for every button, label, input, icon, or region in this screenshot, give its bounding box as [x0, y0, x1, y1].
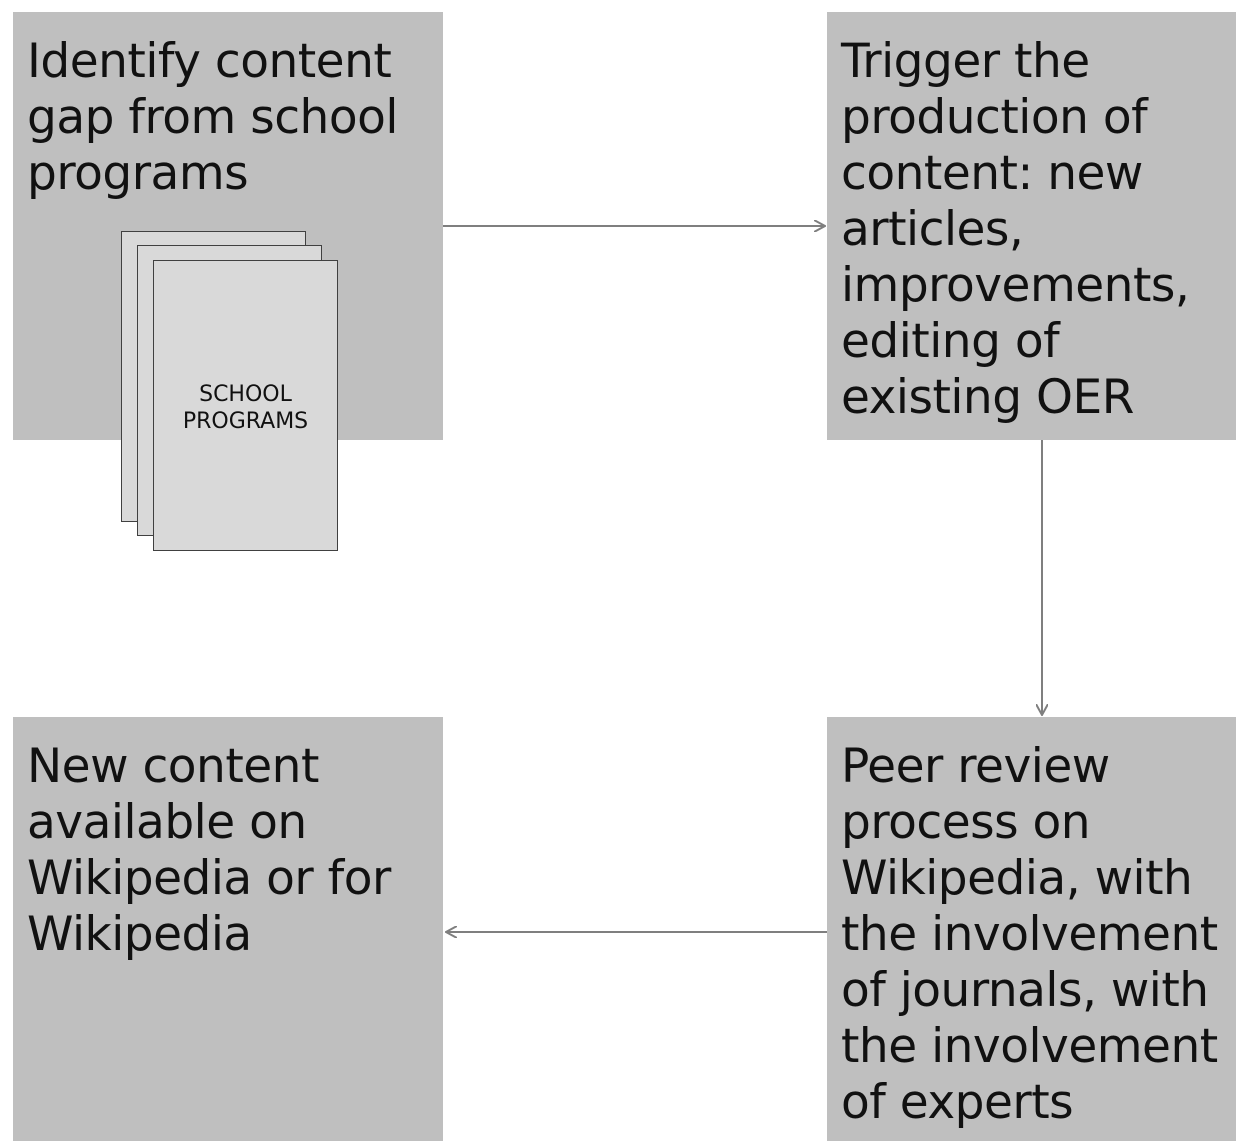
step-identify-text: Identify content gap from school program… — [27, 34, 398, 201]
step-trigger-text: Trigger the production of content: new a… — [841, 34, 1190, 425]
step-trigger-box: Trigger the production of content: new a… — [827, 12, 1236, 440]
step-new-content-text: New content available on Wikipedia or fo… — [27, 739, 391, 962]
document-sheet-front: SCHOOL PROGRAMS — [153, 260, 338, 551]
step-peer-review-box: Peer review process on Wikipedia, with t… — [827, 717, 1236, 1141]
step-peer-review-text: Peer review process on Wikipedia, with t… — [841, 739, 1218, 1130]
document-label: SCHOOL PROGRAMS — [182, 381, 309, 434]
step-new-content-box: New content available on Wikipedia or fo… — [13, 717, 443, 1141]
